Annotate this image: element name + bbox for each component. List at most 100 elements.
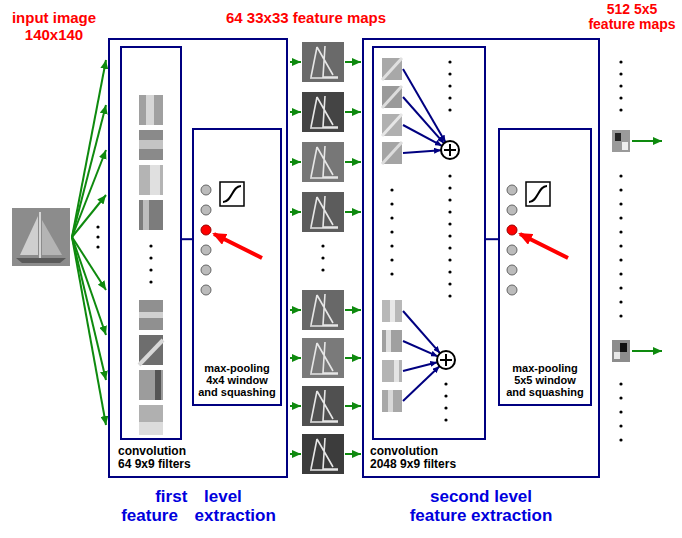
filter-bank-part <box>139 370 163 400</box>
map-arrows-part <box>290 357 301 359</box>
sum-symbol <box>437 141 459 369</box>
box-heading: first level feature extraction <box>120 488 277 525</box>
input-image-part <box>42 220 62 255</box>
map-arrows-part <box>345 111 361 113</box>
map-arrows-part <box>345 211 361 213</box>
ellipsis-dots-part <box>444 382 447 385</box>
feature-maps-part <box>310 146 338 178</box>
ellipsis-dots-part <box>448 96 451 99</box>
ellipsis-dots-part <box>619 438 622 441</box>
filter-bank-part <box>390 202 393 205</box>
ellipsis-dots-part <box>619 382 622 385</box>
ellipsis-dots-part <box>619 230 622 233</box>
map-arrows-part <box>290 61 301 63</box>
ellipsis-dots-part <box>448 60 451 63</box>
input-arrows-part <box>72 150 106 237</box>
sum-arrows <box>403 69 446 401</box>
input-image <box>12 208 70 266</box>
map-arrows-part <box>290 453 301 455</box>
ellipsis-dots <box>619 60 622 441</box>
ellipsis-dots-part <box>619 174 622 177</box>
ellipsis-dots-part <box>619 216 622 219</box>
pooling-units-part <box>529 186 547 202</box>
input-image-part <box>20 216 38 255</box>
filter-bank-part <box>155 370 161 400</box>
output-maps-part <box>612 340 630 362</box>
pooling-units-part <box>201 265 211 275</box>
pooling-units-part <box>201 185 211 195</box>
feature-maps-part <box>302 192 344 232</box>
ellipsis-dots-part <box>619 286 622 289</box>
pooling-units-part <box>214 234 262 258</box>
output-arrows-part <box>632 350 662 352</box>
filter-bank-part <box>390 300 395 322</box>
input-arrows-part <box>72 237 106 425</box>
feature-maps-part <box>321 244 324 247</box>
pooling-units <box>201 182 262 295</box>
ellipsis-dots-part <box>619 410 622 413</box>
pooling-box: max-pooling 4x4 window and squashing <box>192 128 282 406</box>
filter-bank-part <box>390 272 393 275</box>
filter-bank-part <box>382 390 402 412</box>
filter-bank-part <box>382 58 402 80</box>
ellipsis-dots-part <box>448 108 451 111</box>
map-arrows-part <box>290 211 301 213</box>
feature-maps-part <box>310 294 338 326</box>
ellipsis-dots-part <box>448 84 451 87</box>
filter-bank-part <box>149 268 152 271</box>
input-arrows-part <box>72 237 106 335</box>
filter-bank-part <box>139 405 163 435</box>
box-text: max-pooling 5x5 window and squashing <box>504 362 586 398</box>
feature-maps-part <box>302 386 344 426</box>
map-arrows-part <box>345 405 361 407</box>
input-arrows-part <box>72 195 106 237</box>
filter-bank-part <box>139 300 163 330</box>
feature-maps-part <box>302 142 344 182</box>
pooling-units-part <box>201 245 211 255</box>
map-arrows-part <box>345 453 361 455</box>
ellipsis-dots-part <box>448 294 451 297</box>
maps-label: 512 5x5 feature maps <box>586 2 678 33</box>
feature-maps-part <box>310 46 338 78</box>
filter-bank-part <box>390 216 393 219</box>
box-heading: convolution 64 9x9 filters <box>118 445 198 471</box>
feature-maps-part <box>310 342 338 374</box>
filter-bank-part <box>139 140 163 149</box>
ellipsis-dots-part <box>619 108 622 111</box>
filter-bank-part <box>382 86 402 108</box>
pooling-units-part <box>223 186 241 202</box>
sum-arrows-part <box>403 362 437 371</box>
convolution-box: convolution 2048 9x9 filters <box>372 46 486 440</box>
filter-bank-part <box>382 114 402 136</box>
pooling-units <box>507 182 568 295</box>
filter-bank-part <box>390 230 393 233</box>
map-arrows <box>290 62 361 454</box>
ellipsis-dots-part <box>448 282 451 285</box>
sum-arrows-part <box>403 125 442 146</box>
connector-line <box>182 238 192 240</box>
feature-maps-part <box>321 268 324 271</box>
input-arrows-part <box>72 237 106 380</box>
feature-maps-part <box>310 196 338 228</box>
ellipsis-dots-part <box>448 174 451 177</box>
ellipsis-dots <box>444 60 451 421</box>
filter-bank-part <box>139 165 163 195</box>
filter-bank-part <box>382 86 402 108</box>
sum-arrows-part <box>403 341 438 356</box>
ellipsis-dots-part <box>444 418 447 421</box>
output-arrows-part <box>632 140 662 142</box>
filter-bank-part <box>146 95 154 125</box>
filter-bank-part <box>149 244 152 247</box>
ellipsis-dots-part <box>619 272 622 275</box>
filter-bank-part <box>149 256 152 259</box>
map-arrows-part <box>290 111 301 113</box>
box-heading: second level feature extraction <box>405 488 557 525</box>
filter-bank-part <box>139 422 163 435</box>
ellipsis-dots-part <box>448 246 451 249</box>
feature-maps-part <box>302 338 344 378</box>
box-text: max-pooling 4x4 window and squashing <box>196 362 278 398</box>
ellipsis-dots-part <box>444 406 447 409</box>
sum-arrows-part <box>403 366 440 401</box>
ellipsis-dots-part <box>96 235 99 238</box>
